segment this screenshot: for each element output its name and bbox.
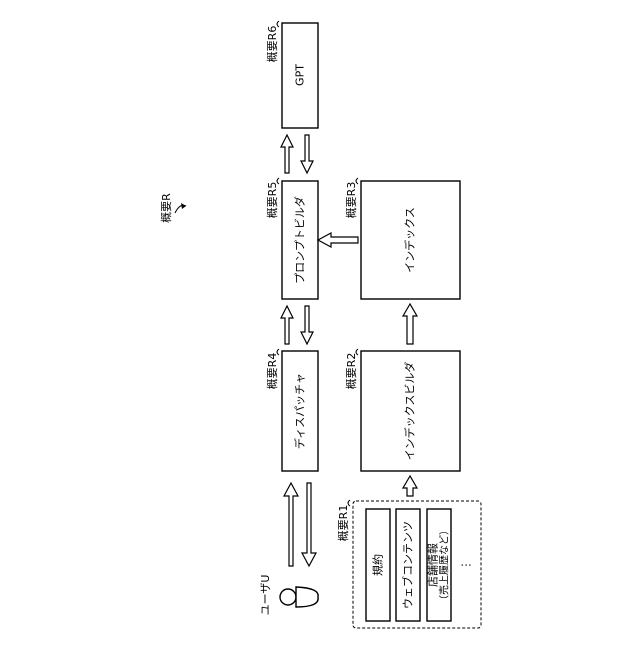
dispatcher-label: ディスパッチャ (293, 373, 307, 449)
arrow-gpt-to-prompt (301, 135, 313, 173)
user-label: ユーザU (259, 575, 272, 616)
overview-label: 概要R (160, 193, 173, 223)
arrow-prompt-to-dispatcher (301, 306, 313, 344)
store-info-source-label: 店舗情報 (426, 543, 440, 587)
overview-leader-arrowhead (181, 203, 186, 209)
arrow-index-to-prompt (318, 233, 358, 247)
gpt-block-label: GPT (294, 64, 307, 86)
terms-source-label: 規約 (371, 554, 385, 576)
arrow-dispatcher-to-prompt (281, 306, 293, 344)
r3-ref-label: 概要R3 (345, 182, 358, 219)
arrow-dispatcher-to-user (302, 483, 316, 566)
more-sources-ellipsis: ⋮ (460, 560, 473, 571)
arrow-prompt-to-gpt (281, 135, 293, 173)
prompt-builder-label: プロンプトビルダ (293, 196, 307, 284)
user-figure (280, 587, 318, 607)
index-block-label: インデックス (403, 207, 417, 273)
r6-ref-label: 概要R6 (266, 26, 279, 63)
user-head-icon (280, 589, 296, 605)
arrow-indexbuilder-to-index (403, 304, 417, 344)
index-builder-label: インデックスビルダ (403, 362, 417, 461)
r5-ref-label: 概要R5 (266, 182, 279, 219)
arrow-sources-to-indexbuilder (403, 476, 417, 496)
arrow-user-to-dispatcher (284, 483, 298, 566)
r1-ref-label: 概要R1 (337, 505, 350, 542)
store-info-source-sublabel: （売上履歴など） (438, 525, 451, 605)
web-content-source-label: ウェブコンテンツ (401, 521, 415, 609)
r4-ref-label: 概要R4 (266, 353, 279, 390)
r2-ref-label: 概要R2 (345, 353, 358, 390)
user-body-icon (296, 587, 318, 607)
